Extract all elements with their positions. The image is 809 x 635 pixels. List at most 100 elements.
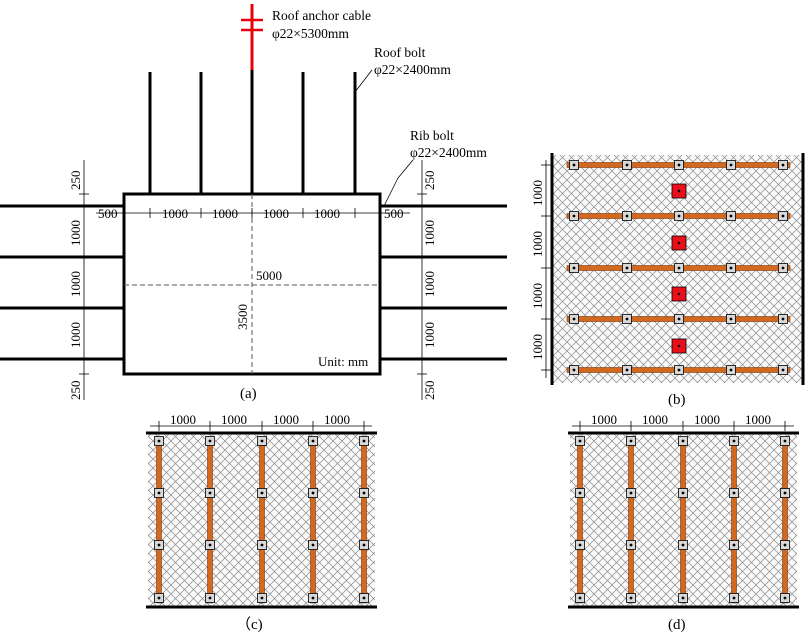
bolt-node-center: [260, 543, 264, 547]
bolt-node-center: [681, 596, 685, 600]
d-dimension-line: [572, 421, 794, 431]
bolt-node-center: [732, 596, 736, 600]
dim-left-2: 1000: [68, 271, 83, 297]
bolt-node-center: [208, 439, 212, 443]
bolt-node-center: [625, 163, 629, 167]
top-dimension-line: [96, 208, 410, 218]
panel-d: 1000 1000 1000 1000 (d): [568, 412, 799, 633]
steel-strap: [782, 436, 788, 604]
bolt-node-center: [362, 439, 366, 443]
bolt-node-center: [677, 163, 681, 167]
anchor-cable-label: Roof anchor cable: [272, 8, 371, 23]
dim-right-1: 1000: [422, 220, 437, 246]
bolt-node-center: [732, 543, 736, 547]
caption-d: (d): [668, 617, 686, 633]
dim-left-4: 250: [68, 381, 83, 401]
bolt-node-center: [572, 266, 576, 270]
roof-bolt-spec: φ22×2400mm: [374, 62, 451, 77]
bolt-node-center: [625, 214, 629, 218]
bolt-node-center: [578, 439, 582, 443]
dim-c-0: 1000: [170, 412, 196, 427]
dim-d-3: 1000: [745, 412, 771, 427]
bolt-node-center: [578, 596, 582, 600]
bolt-node-center: [157, 596, 161, 600]
dim-left-0: 250: [68, 171, 83, 191]
bolt-node-center: [732, 491, 736, 495]
c-dimension-line: [150, 421, 372, 431]
bolt-node-center: [781, 317, 785, 321]
dim-c-2: 1000: [273, 412, 299, 427]
bolt-node-center: [677, 368, 681, 372]
dim-top-5: 500: [384, 206, 404, 221]
steel-straps: [154, 436, 369, 604]
bolt-node-center: [311, 596, 315, 600]
bolt-node-center: [783, 439, 787, 443]
left-dimension-line: [79, 160, 89, 400]
dim-right-3: 1000: [422, 322, 437, 348]
width-label: 5000: [256, 268, 282, 283]
dim-right-2: 1000: [422, 271, 437, 297]
steel-strap: [680, 436, 686, 604]
bolt-node-center: [572, 368, 576, 372]
bolt-node-center: [572, 317, 576, 321]
steel-strap: [156, 436, 162, 604]
anchor-cable-spec: φ22×5300mm: [272, 26, 349, 41]
bolt-node-center: [208, 596, 212, 600]
bolt-node-center: [572, 214, 576, 218]
bolt-node-center: [681, 439, 685, 443]
bolt-node-center: [729, 266, 733, 270]
bolt-node-center: [783, 543, 787, 547]
bolt-node-center: [311, 439, 315, 443]
dim-d-1: 1000: [642, 412, 668, 427]
steel-strap: [259, 436, 265, 604]
dim-top-2: 1000: [212, 206, 238, 221]
panel-c: 1000 1000 1000 1000 （c): [146, 412, 377, 633]
roof-bolt-leader: [354, 69, 373, 93]
bolt-node-center: [781, 163, 785, 167]
steel-strap: [310, 436, 316, 604]
bolt-node-center: [732, 439, 736, 443]
dim-top-0: 500: [98, 206, 118, 221]
bolt-node-center: [362, 596, 366, 600]
bolt-node-center: [260, 491, 264, 495]
bolt-node-center: [781, 368, 785, 372]
bolt-node-center: [625, 317, 629, 321]
bolt-node-center: [677, 317, 681, 321]
rib-bolt-label: Rib bolt: [410, 128, 454, 143]
bolt-node-center: [362, 491, 366, 495]
bolt-node-center: [729, 368, 733, 372]
bolt-node-center: [625, 368, 629, 372]
bolt-node-center: [208, 543, 212, 547]
bolt-node-center: [729, 214, 733, 218]
dim-b-2: 1000: [530, 283, 545, 309]
steel-straps: [566, 160, 791, 375]
steel-strap: [361, 436, 367, 604]
dim-right-0: 250: [422, 171, 437, 191]
dim-left-1: 1000: [68, 220, 83, 246]
bolt-node-center: [578, 491, 582, 495]
dim-c-1: 1000: [221, 412, 247, 427]
b-dimension-line: [541, 160, 551, 378]
bolt-node-center: [629, 543, 633, 547]
rib-bolt-leader: [383, 177, 399, 207]
roof-bolt-label: Roof bolt: [374, 45, 426, 60]
caption-b: (b): [668, 392, 686, 408]
bolt-node-center: [260, 596, 264, 600]
dim-b-3: 1000: [530, 334, 545, 360]
bolt-node-center: [677, 266, 681, 270]
bolt-node-center: [625, 266, 629, 270]
dim-top-4: 1000: [314, 206, 340, 221]
bolt-node-center: [629, 439, 633, 443]
steel-strap: [207, 436, 213, 604]
bolt-node-center: [157, 491, 161, 495]
anchor-plates: [671, 183, 687, 354]
bolt-node-center: [729, 163, 733, 167]
dim-b-1: 1000: [530, 231, 545, 257]
bolt-node-center: [629, 491, 633, 495]
rib-bolt-spec: φ22×2400mm: [410, 145, 487, 160]
bolt-node-center: [157, 439, 161, 443]
bolt-node-center: [681, 491, 685, 495]
bolt-node-center: [629, 596, 633, 600]
panel-b: 1000 1000 1000 1000 (b): [530, 153, 805, 408]
dim-b-0: 1000: [530, 180, 545, 206]
